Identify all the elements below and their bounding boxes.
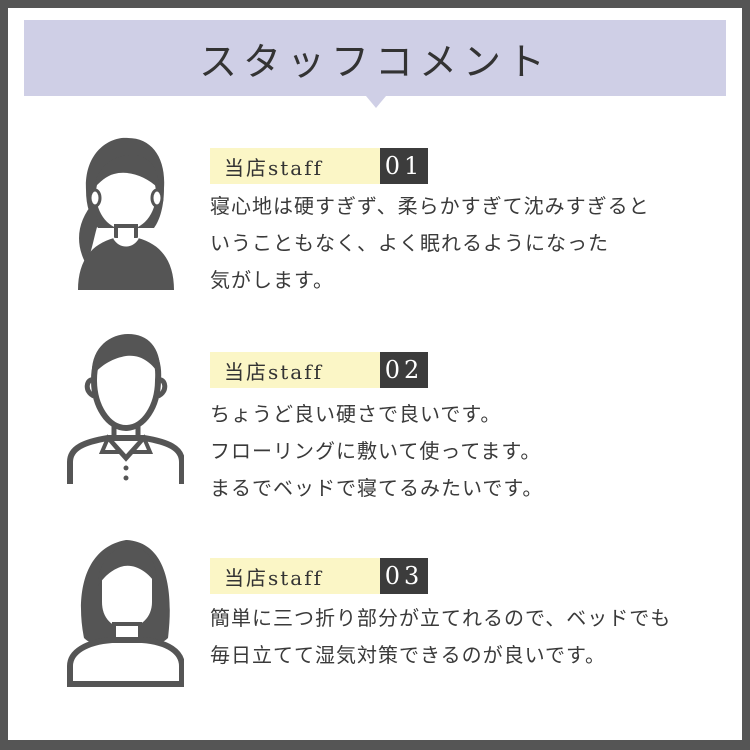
section-title: スタッフコメント bbox=[198, 39, 551, 84]
comment-line: ちょうど良い硬さで良いです。 bbox=[210, 402, 502, 426]
comment-line: フローリングに敷いて使ってます。 bbox=[210, 439, 542, 463]
comment-line: 寝心地は硬すぎず、柔らかすぎて沈みすぎると bbox=[210, 194, 650, 218]
staff-tag-number: 03 bbox=[380, 558, 428, 594]
staff-comment-card: スタッフコメント 当店staff 01 寝心地は硬すぎず、柔らか bbox=[8, 8, 742, 740]
staff-tag-number: 02 bbox=[380, 352, 428, 388]
comment-text: 簡単に三つ折り部分が立てれるので、ベッドでも 毎日立てて湿気対策できるのが良いで… bbox=[210, 600, 710, 674]
header-pointer-arrow bbox=[366, 96, 386, 108]
comment-line: まるでベッドで寝てるみたいです。 bbox=[210, 476, 544, 500]
staff-tag-number: 01 bbox=[380, 148, 428, 184]
section-header: スタッフコメント bbox=[24, 20, 726, 96]
staff-tag: 当店staff 03 bbox=[210, 558, 428, 594]
comment-text: 寝心地は硬すぎず、柔らかすぎて沈みすぎると いうこともなく、よく眠れるようになっ… bbox=[210, 188, 710, 299]
woman-long-hair-icon bbox=[67, 540, 184, 687]
staff-tag: 当店staff 01 bbox=[210, 148, 428, 184]
woman-ponytail-icon bbox=[78, 137, 174, 290]
comment-line: いうこともなく、よく眠れるようになった bbox=[210, 231, 609, 255]
comment-line: 毎日立てて湿気対策できるのが良いです。 bbox=[210, 643, 606, 667]
staff-tag-label: 当店staff bbox=[210, 352, 380, 388]
comment-text: ちょうど良い硬さで良いです。 フローリングに敷いて使ってます。 まるでベッドで寝… bbox=[210, 396, 710, 507]
comment-line: 簡単に三つ折り部分が立てれるので、ベッドでも bbox=[210, 606, 672, 630]
staff-tag: 当店staff 02 bbox=[210, 352, 428, 388]
staff-tag-label: 当店staff bbox=[210, 148, 380, 184]
staff-tag-label: 当店staff bbox=[210, 558, 380, 594]
man-collared-shirt-icon bbox=[67, 334, 184, 484]
comment-line: 気がします。 bbox=[210, 268, 334, 292]
